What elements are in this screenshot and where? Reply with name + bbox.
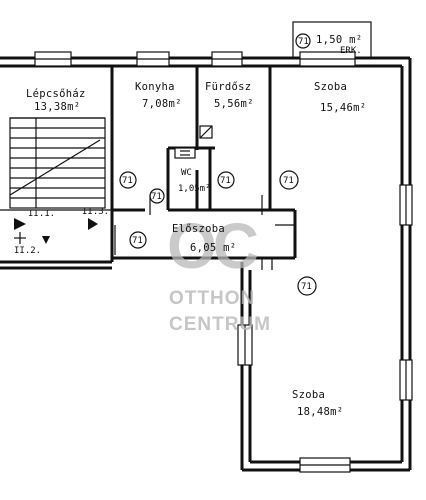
level-right: II.3. <box>82 207 109 217</box>
watermark-line1: OTTHON <box>169 288 255 309</box>
balcony-area: 1,50 m² <box>316 34 362 46</box>
windows <box>34 51 413 473</box>
level-left: II.1. <box>28 209 55 219</box>
doors <box>114 125 295 270</box>
kitchen-area: 7,08m² <box>142 98 182 110</box>
stair-area: 13,38m² <box>34 101 80 113</box>
watermark: OC OTTHON CENTRUM <box>167 210 271 335</box>
hall-area: 6,05 m² <box>190 242 236 254</box>
watermark-logo: OC <box>167 210 258 282</box>
bath-area: 5,56m² <box>214 98 254 110</box>
hall-name: Előszoba <box>172 223 225 235</box>
kitchen-name: Konyha <box>135 81 175 93</box>
room1-area: 15,46m² <box>320 102 366 114</box>
labels: Lépcsőház 13,38m² Konyha 7,08m² Fürdősz … <box>14 34 366 418</box>
balcony-tag: 71 <box>298 37 309 47</box>
wc-area: 1,05m² <box>178 184 211 194</box>
tag-kitchen: 71 <box>122 176 133 186</box>
tag-bath: 71 <box>220 176 231 186</box>
wc-name: WC <box>181 168 192 178</box>
tag-hall: 71 <box>132 236 143 246</box>
bath-name: Fürdősz <box>205 81 251 93</box>
room2-name: Szoba <box>292 389 325 401</box>
tag-room1: 71 <box>283 176 294 186</box>
level-markers <box>14 218 98 244</box>
level-bottom: II.2. <box>14 246 41 256</box>
tag-wc: 71 <box>151 192 162 202</box>
interior-walls <box>0 66 297 262</box>
watermark-line2: CENTRUM <box>169 314 271 335</box>
tag-room2: 71 <box>301 282 312 292</box>
room2-area: 18,48m² <box>297 406 343 418</box>
balcony-label: ERK. <box>340 46 362 56</box>
room-tags <box>119 33 317 296</box>
stair-name: Lépcsőház <box>26 88 86 100</box>
room1-name: Szoba <box>314 81 347 93</box>
staircase <box>9 117 106 209</box>
